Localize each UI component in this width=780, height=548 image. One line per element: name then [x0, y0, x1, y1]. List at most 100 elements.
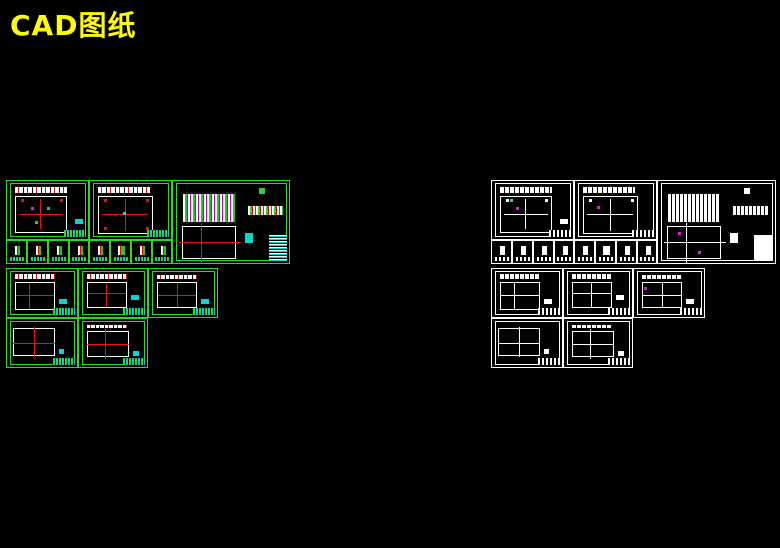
elevation-strip [500, 187, 552, 193]
elevation-strip [572, 325, 612, 328]
marker [104, 227, 107, 230]
axis-line [125, 199, 126, 231]
sheet-detail-4[interactable] [554, 240, 574, 264]
floor-plan [15, 282, 55, 310]
sheet-frame [152, 271, 215, 315]
notes-block [133, 351, 139, 356]
notes-block [544, 299, 552, 304]
sheet-roof-plan[interactable] [491, 318, 563, 368]
sheet-detail-3[interactable] [48, 240, 69, 264]
sheet-floor-plan-2[interactable] [563, 268, 633, 318]
detail-drawing [646, 246, 651, 255]
marker [31, 207, 34, 210]
sheet-detail-6[interactable] [110, 240, 131, 264]
sheet-detail-7[interactable] [131, 240, 152, 264]
marker [60, 199, 63, 202]
sheet-detail-1[interactable] [491, 240, 512, 264]
page-title: CAD图纸 [10, 9, 137, 42]
axis-line [590, 329, 591, 359]
sheet-frame [10, 183, 86, 237]
marker [510, 199, 513, 202]
detail-drawing [500, 246, 505, 255]
sheet-detail-2[interactable] [27, 240, 48, 264]
sheet-elevation-and-plan[interactable] [657, 180, 776, 264]
sheet-roof-plan[interactable] [6, 318, 78, 368]
sheet-frame [82, 271, 145, 315]
sheet-detail-8[interactable] [637, 240, 657, 264]
sheet-frame [10, 271, 75, 315]
title-block [549, 230, 571, 237]
sheet-detail-3[interactable] [533, 240, 554, 264]
title-block [52, 257, 66, 261]
axis-line [88, 293, 126, 294]
detail-drawing [161, 246, 166, 255]
detail-drawing [563, 246, 568, 255]
sheet-floor-plan-1[interactable] [491, 268, 563, 318]
floor-plan [157, 282, 197, 308]
floor-plan [87, 282, 127, 308]
sheet-detail-7[interactable] [616, 240, 637, 264]
detail-drawing [583, 246, 588, 255]
sheet-detail-6[interactable] [595, 240, 616, 264]
marker [589, 199, 592, 202]
axis-line [686, 223, 687, 263]
title-block [155, 257, 169, 261]
detail-drawing [542, 246, 547, 255]
sheet-site-plan-1[interactable] [491, 180, 574, 240]
sheet-floor-plan-3[interactable] [148, 268, 218, 318]
sheet-frame [567, 321, 630, 365]
marker [47, 207, 50, 210]
front-elevation [183, 194, 235, 222]
sheet-detail-2[interactable] [512, 240, 533, 264]
sheet-site-plan-2[interactable] [89, 180, 172, 240]
section-elevation [733, 206, 768, 215]
title-block [114, 257, 128, 261]
title-block [135, 257, 149, 261]
sheet-frame [176, 183, 287, 261]
title-block [516, 257, 530, 261]
title-block [620, 257, 634, 261]
detail-drawing [36, 246, 41, 255]
sheet-site-plan-1[interactable] [6, 180, 89, 240]
sheet-detail-1[interactable] [6, 240, 27, 264]
sheet-floor-plan-3[interactable] [633, 268, 705, 318]
axis-line [105, 329, 106, 359]
floor-plan [15, 196, 67, 233]
title-block [10, 257, 24, 261]
sheet-foundation-plan[interactable] [78, 318, 148, 368]
axis-line [16, 295, 54, 296]
elevation-strip [500, 274, 540, 279]
floor-plan [500, 282, 540, 310]
sheet-detail-8[interactable] [152, 240, 172, 264]
sheet-detail-5[interactable] [574, 240, 595, 264]
sheet-floor-plan-2[interactable] [78, 268, 148, 318]
detail-drawing [603, 246, 610, 255]
drawing-set-color [6, 180, 291, 370]
axis-line [40, 199, 41, 229]
marker [146, 199, 149, 202]
title-block [64, 230, 86, 237]
sheet-foundation-plan[interactable] [563, 318, 633, 368]
sheet-detail-4[interactable] [69, 240, 89, 264]
detail-drawing [521, 246, 526, 255]
detail-drawing [98, 246, 103, 255]
front-elevation [668, 194, 720, 222]
sheet-frame [637, 271, 702, 315]
marker [644, 287, 647, 290]
sheet-detail-5[interactable] [89, 240, 110, 264]
notes-block [544, 349, 549, 354]
sheet-frame [578, 183, 654, 237]
sheet-site-plan-2[interactable] [574, 180, 657, 240]
sheet-elevation-and-plan[interactable] [172, 180, 290, 264]
sheet-frame [93, 183, 169, 237]
floor-plan [500, 196, 552, 233]
sheet-floor-plan-1[interactable] [6, 268, 78, 318]
axis-line [591, 283, 592, 307]
axis-line [519, 327, 520, 357]
marker [545, 199, 548, 202]
axis-line [525, 199, 526, 229]
axis-line [201, 223, 202, 263]
marker [123, 212, 126, 215]
axis-line [34, 327, 35, 357]
marker [516, 207, 519, 210]
